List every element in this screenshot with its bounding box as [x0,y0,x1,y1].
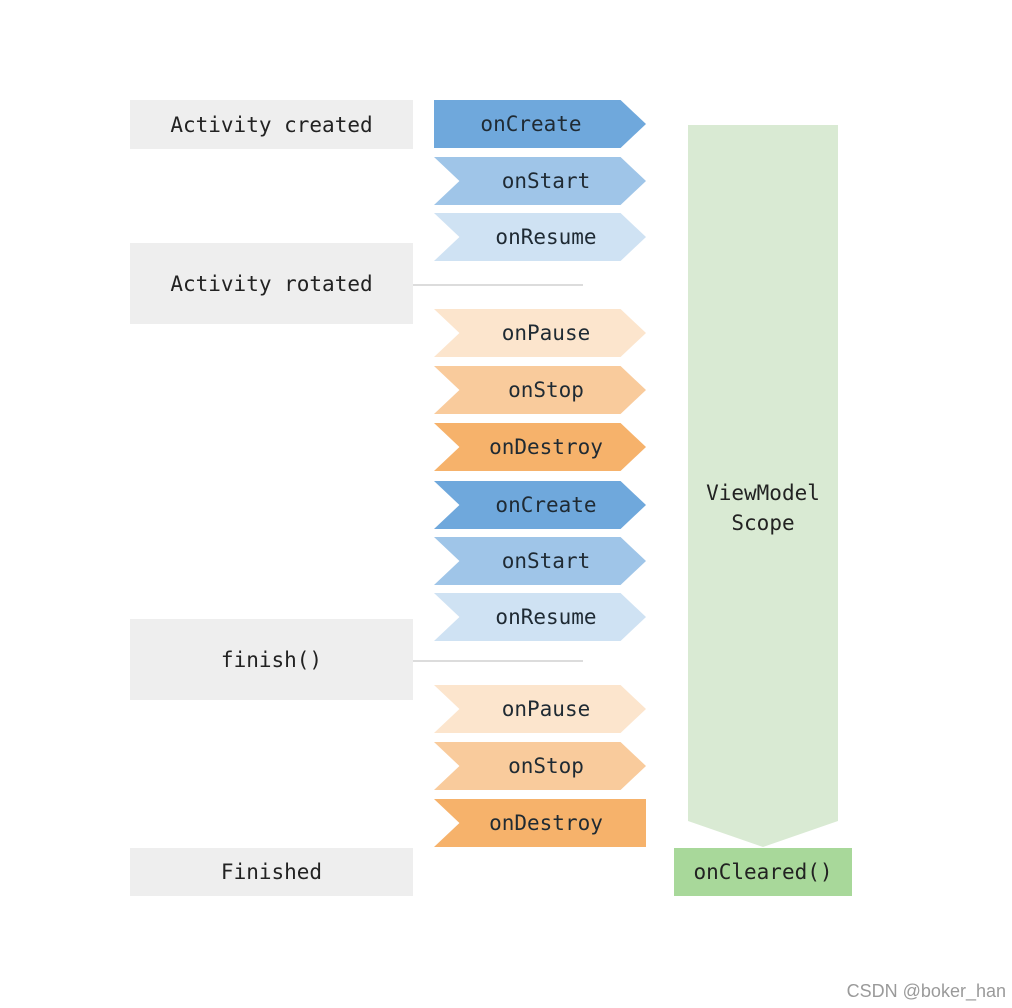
callback-label: onDestroy [489,811,603,835]
oncleared-label: onCleared() [693,860,833,884]
callback-label: onResume [495,225,597,249]
event-finished: Finished [130,848,413,896]
callback-label: onPause [501,697,591,721]
watermark: CSDN @boker_han [846,981,1006,1001]
callback-label: onStop [508,754,584,778]
callback-ondestroy-2: onDestroy [434,799,646,847]
oncleared-box: onCleared() [674,848,852,896]
callback-label: onPause [501,321,591,345]
scope-label-line1: ViewModel [706,481,820,505]
callback-oncreate-2: onCreate [434,481,646,529]
callback-label: onCreate [495,493,597,517]
event-label: Finished [220,860,323,884]
callback-oncreate-1: onCreate [434,100,646,148]
event-activity-rotated: Activity rotated [130,243,413,324]
callback-onpause-2: onPause [434,685,646,733]
callback-onresume-1: onResume [434,213,646,261]
event-finish-call: finish() [130,619,413,700]
callback-label: onStart [501,169,591,193]
callback-label: onCreate [480,112,582,136]
callback-onpause-1: onPause [434,309,646,357]
event-label: finish() [220,647,323,672]
callback-ondestroy-1: onDestroy [434,423,646,471]
callback-label: onStart [501,549,591,573]
event-label: Activity rotated [170,271,373,296]
viewmodel-scope-arrow [688,125,838,847]
event-label: Activity created [170,112,373,137]
viewmodel-scope-label: ViewModel Scope [688,478,838,538]
finish-connector-line [413,660,583,662]
callback-onresume-2: onResume [434,593,646,641]
scope-label-line2: Scope [731,511,795,535]
callback-onstop-1: onStop [434,366,646,414]
callback-onstart-2: onStart [434,537,646,585]
callback-label: onDestroy [489,435,603,459]
event-activity-created: Activity created [130,100,413,149]
callback-onstart-1: onStart [434,157,646,205]
callback-label: onStop [508,378,584,402]
rotated-connector-line [413,284,583,286]
callback-label: onResume [495,605,597,629]
callback-onstop-2: onStop [434,742,646,790]
